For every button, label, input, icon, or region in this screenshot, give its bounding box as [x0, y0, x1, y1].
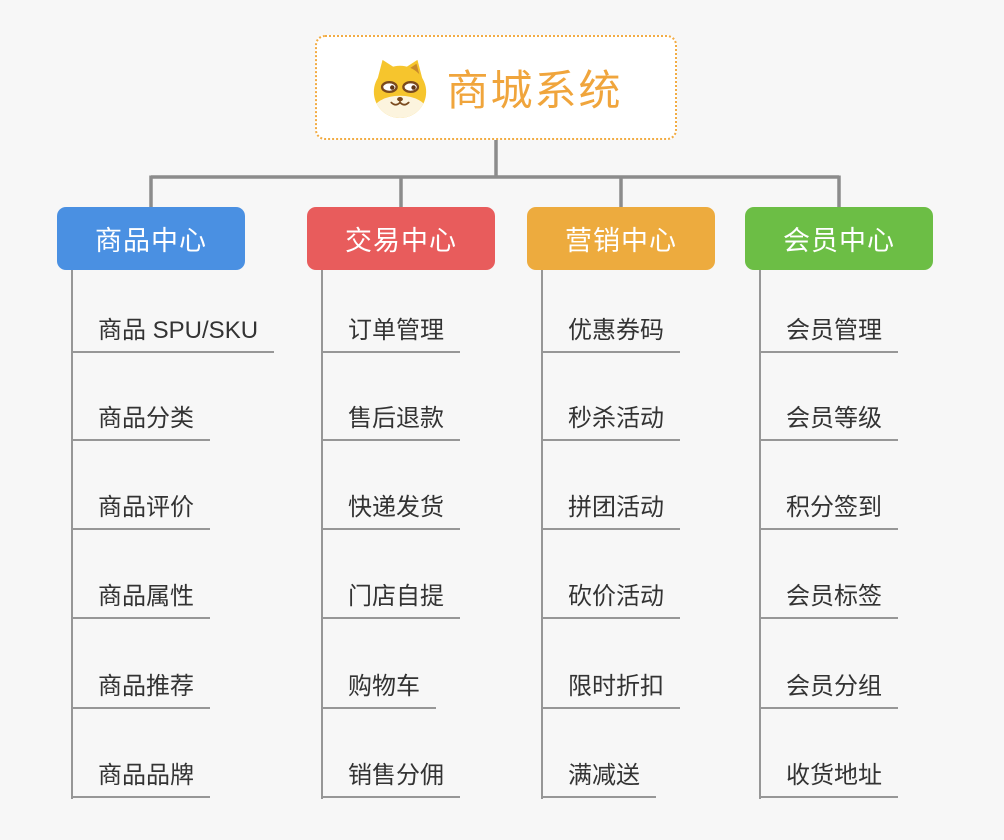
- branch-node-0[interactable]: 商品中心: [57, 207, 245, 270]
- leaf-node[interactable]: 商品评价: [72, 490, 210, 530]
- leaf-node[interactable]: 商品 SPU/SKU: [72, 313, 275, 353]
- branch-node-3[interactable]: 会员中心: [745, 207, 933, 270]
- leaf-node[interactable]: 拼团活动: [542, 490, 680, 530]
- branch-label: 营销中心: [565, 226, 677, 256]
- leaf-node[interactable]: 秒杀活动: [542, 401, 680, 441]
- branch-node-2[interactable]: 营销中心: [527, 207, 715, 270]
- leaf-node[interactable]: 订单管理: [322, 313, 460, 353]
- leaf-node[interactable]: 售后退款: [322, 401, 460, 441]
- leaf-node[interactable]: 门店自提: [322, 579, 460, 619]
- leaf-node[interactable]: 收货地址: [760, 758, 898, 798]
- leaf-node[interactable]: 会员管理: [760, 313, 898, 353]
- branch-node-1[interactable]: 交易中心: [307, 207, 495, 270]
- leaf-node[interactable]: 满减送: [542, 758, 656, 798]
- root-node-mall-system[interactable]: 商城系统: [315, 35, 677, 140]
- leaf-node[interactable]: 会员分组: [760, 669, 898, 709]
- root-title: 商城系统: [446, 67, 623, 114]
- leaf-node[interactable]: 优惠券码: [542, 313, 680, 353]
- leaf-node[interactable]: 会员标签: [760, 579, 898, 619]
- branch-label: 交易中心: [345, 226, 457, 256]
- leaf-node[interactable]: 商品推荐: [72, 669, 210, 709]
- leaf-node[interactable]: 会员等级: [760, 401, 898, 441]
- leaf-node[interactable]: 积分签到: [760, 490, 898, 530]
- branch-label: 会员中心: [783, 226, 895, 256]
- leaf-node[interactable]: 销售分佣: [322, 758, 460, 798]
- leaf-node[interactable]: 商品品牌: [72, 758, 210, 798]
- leaf-node[interactable]: 商品分类: [72, 401, 210, 441]
- leaf-node[interactable]: 限时折扣: [542, 669, 680, 709]
- shiba-dog-icon: [374, 59, 427, 118]
- leaf-node[interactable]: 砍价活动: [542, 579, 680, 619]
- branch-label: 商品中心: [95, 226, 207, 256]
- leaf-node[interactable]: 购物车: [322, 669, 436, 709]
- leaf-node[interactable]: 商品属性: [72, 579, 210, 619]
- leaf-node[interactable]: 快递发货: [322, 490, 460, 530]
